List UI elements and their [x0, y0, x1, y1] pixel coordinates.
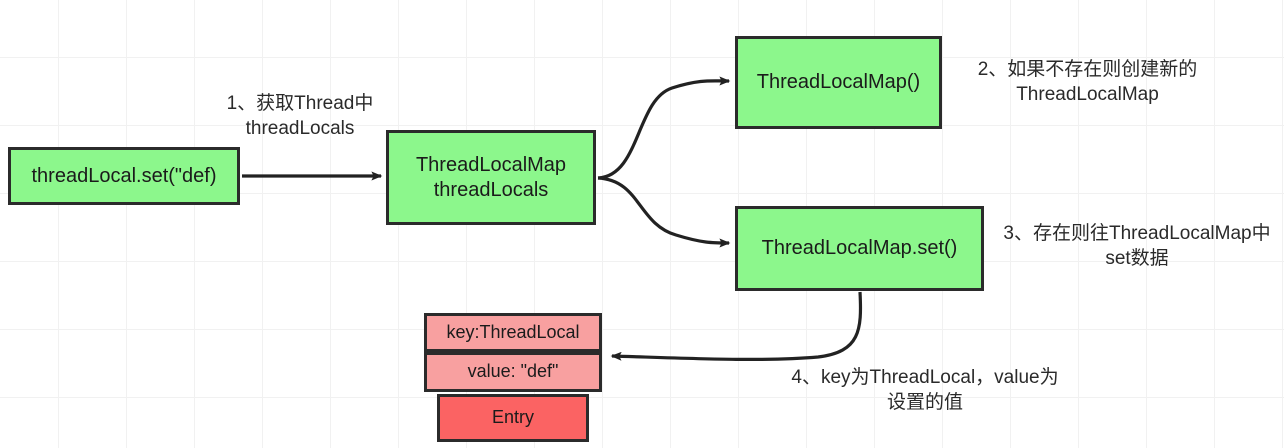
- node-threadlocal-set-call[interactable]: threadLocal.set("def): [8, 147, 240, 205]
- node-entry-value[interactable]: value: "def": [424, 352, 602, 392]
- node-new-threadlocalmap[interactable]: ThreadLocalMap(): [735, 36, 942, 129]
- note-step-1: 1、获取Thread中 threadLocals: [226, 93, 374, 139]
- node-threadlocalmap-threadlocals[interactable]: ThreadLocalMap threadLocals: [386, 130, 596, 225]
- note-step-4: 4、key为ThreadLocal，value为 设置的值: [791, 367, 1059, 413]
- note-step-2: 2、如果不存在则创建新的 ThreadLocalMap: [977, 59, 1198, 105]
- node-threadlocalmap-set[interactable]: ThreadLocalMap.set(): [735, 206, 984, 291]
- node-entry-key[interactable]: key:ThreadLocal: [424, 313, 602, 352]
- edge-mapset-to-entry: [610, 291, 863, 362]
- note-step-3: 3、存在则往ThreadLocalMap中 set数据: [1003, 223, 1271, 269]
- edge-threadlocals-to-newmap: [597, 76, 731, 180]
- edge-threadlocals-to-mapset: [597, 176, 731, 248]
- node-entry-label[interactable]: Entry: [437, 394, 589, 442]
